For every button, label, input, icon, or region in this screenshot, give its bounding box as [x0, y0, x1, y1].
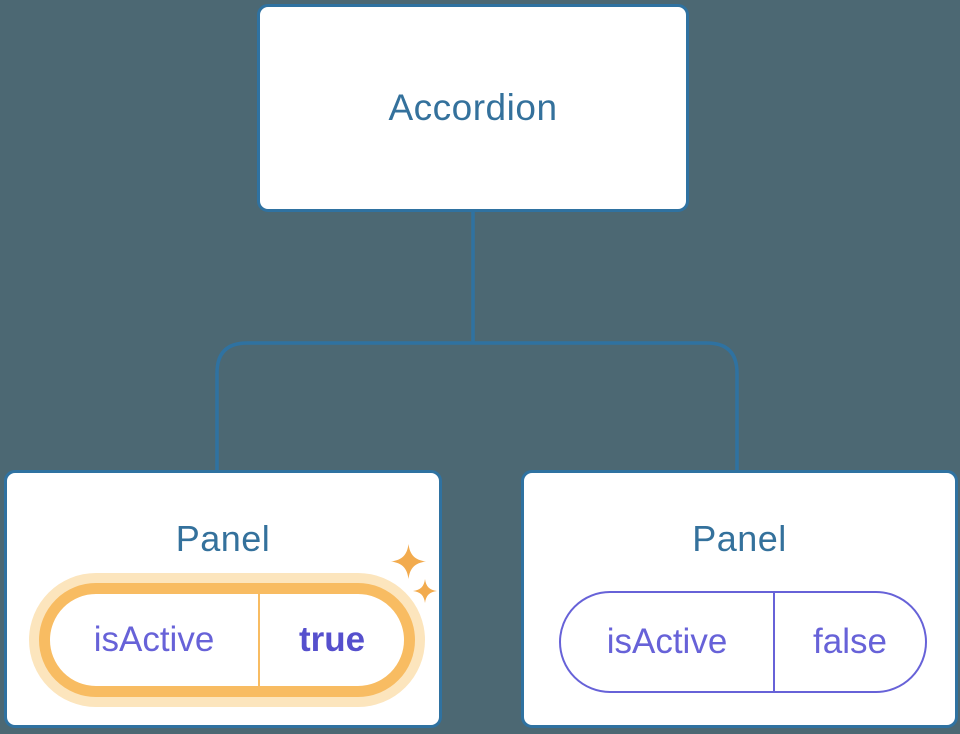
panel-node-inactive: Panel isActive false [521, 470, 958, 728]
state-value-label: true [298, 620, 366, 659]
panel-node-active: Panel isActive true [4, 470, 442, 728]
connector-branch [215, 341, 739, 471]
panel-title: Panel [692, 518, 787, 559]
state-key-label: isActive [93, 620, 215, 659]
state-key-label: isActive [606, 622, 728, 661]
state-pill-active: isActive true [39, 583, 415, 697]
state-value-label: false [813, 622, 887, 661]
sparkle-icon-large [391, 544, 426, 579]
accordion-node-label: Accordion [388, 87, 558, 128]
pill-divider [258, 594, 260, 686]
sparkle-icon-small [413, 579, 437, 603]
state-pill-inactive: isActive false [559, 591, 927, 693]
accordion-node: Accordion [257, 4, 689, 212]
pill-divider [773, 593, 775, 691]
panel-title: Panel [175, 518, 271, 559]
